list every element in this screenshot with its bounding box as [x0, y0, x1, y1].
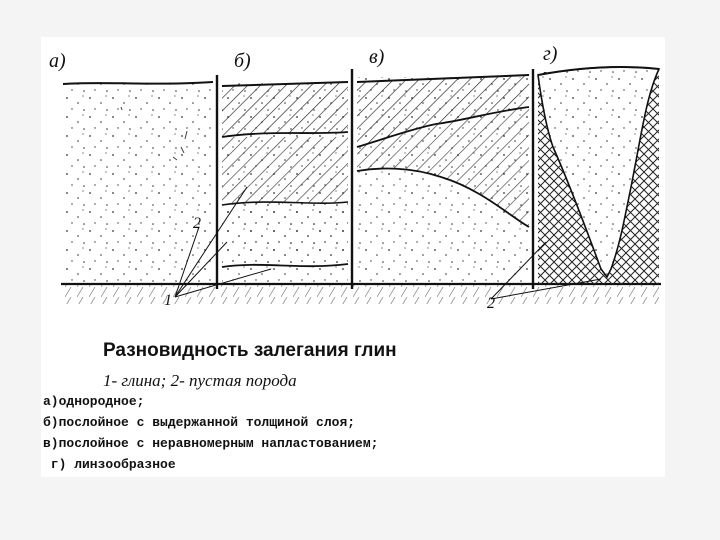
panel-label-v: в) — [369, 46, 385, 68]
panel-label-b: б) — [234, 50, 251, 72]
caption-title: Разновидность залегания глин — [103, 340, 397, 361]
panel-a — [62, 81, 214, 284]
strata-diagram — [61, 66, 661, 304]
caption-item-b: б)послойное с выдержанной толщиной слоя; — [43, 415, 356, 430]
panel-label-g: г) — [543, 43, 558, 65]
label-waste-rock: 2 — [193, 215, 201, 232]
slide-card: а) б) в) г) 1 2 2 Разновидность залегани… — [41, 37, 665, 477]
caption-item-g: г) линзообразное — [43, 457, 176, 472]
caption-item-v: в)послойное с неравномерным напластовани… — [43, 436, 379, 451]
panel-g — [537, 66, 661, 284]
label-bottom-right: 2 — [487, 295, 495, 312]
panel-label-a: а) — [49, 50, 66, 72]
caption-item-a: а)однородное; — [43, 394, 145, 409]
caption-list: а)однородное; б)послойное с выдержанной … — [43, 391, 378, 475]
caption-legend: 1- глина; 2- пустая порода — [103, 371, 297, 390]
geology-figure: а) б) в) г) 1 2 2 — [41, 37, 665, 332]
panel-b — [221, 81, 349, 284]
leader-lines — [174, 186, 602, 300]
label-clay: 1 — [164, 292, 172, 309]
panel-v — [356, 74, 530, 284]
bedrock-strip — [63, 284, 659, 304]
